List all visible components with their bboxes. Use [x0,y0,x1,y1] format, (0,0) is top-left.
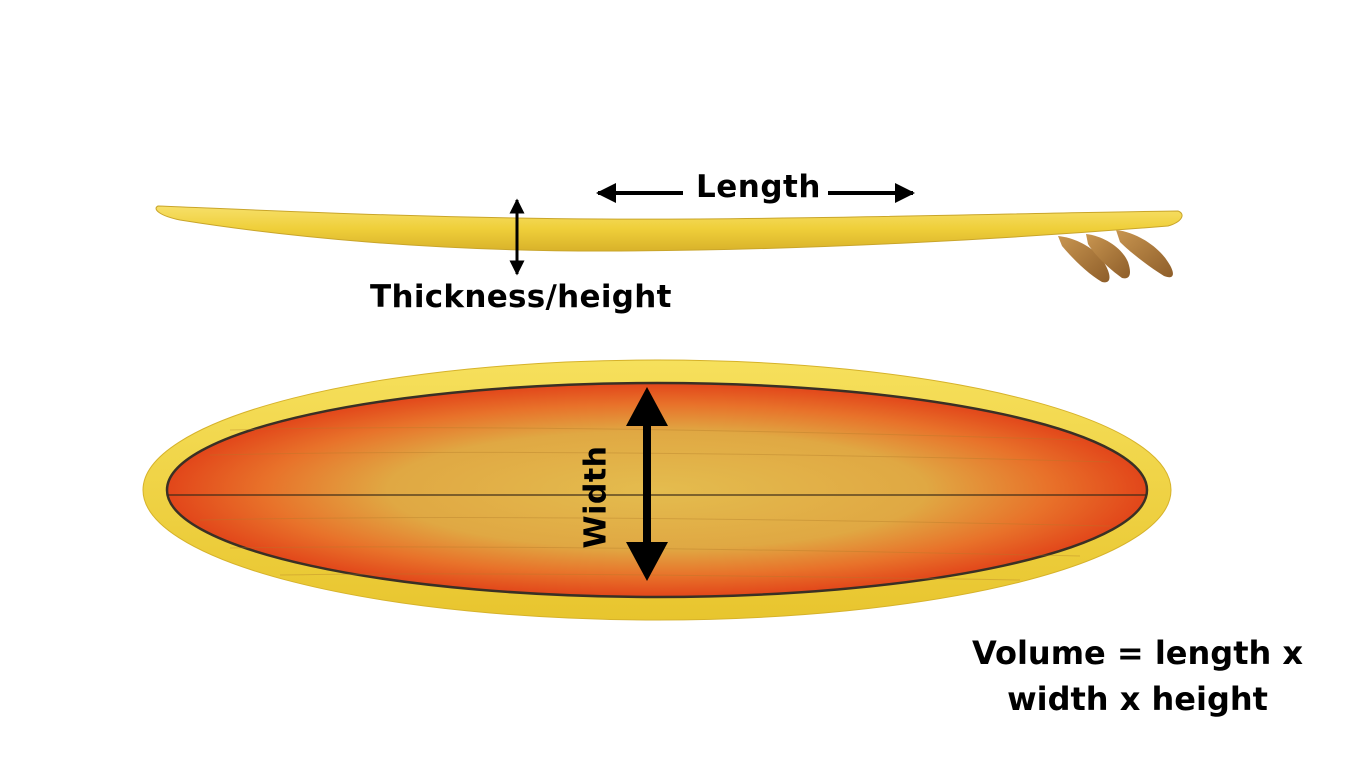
length-label: Length [696,169,821,205]
formula-line-2: width x height [1007,680,1268,718]
volume-formula: Volume = length x width x height [960,630,1315,722]
board-side-view [155,205,1183,283]
formula-line-1: Volume = length x [971,634,1304,672]
width-arrow-icon [626,387,668,581]
width-label: Width [578,445,614,549]
thickness-label: Thickness/height [370,279,672,315]
board-top-view [142,359,1172,621]
fins [1058,230,1173,283]
